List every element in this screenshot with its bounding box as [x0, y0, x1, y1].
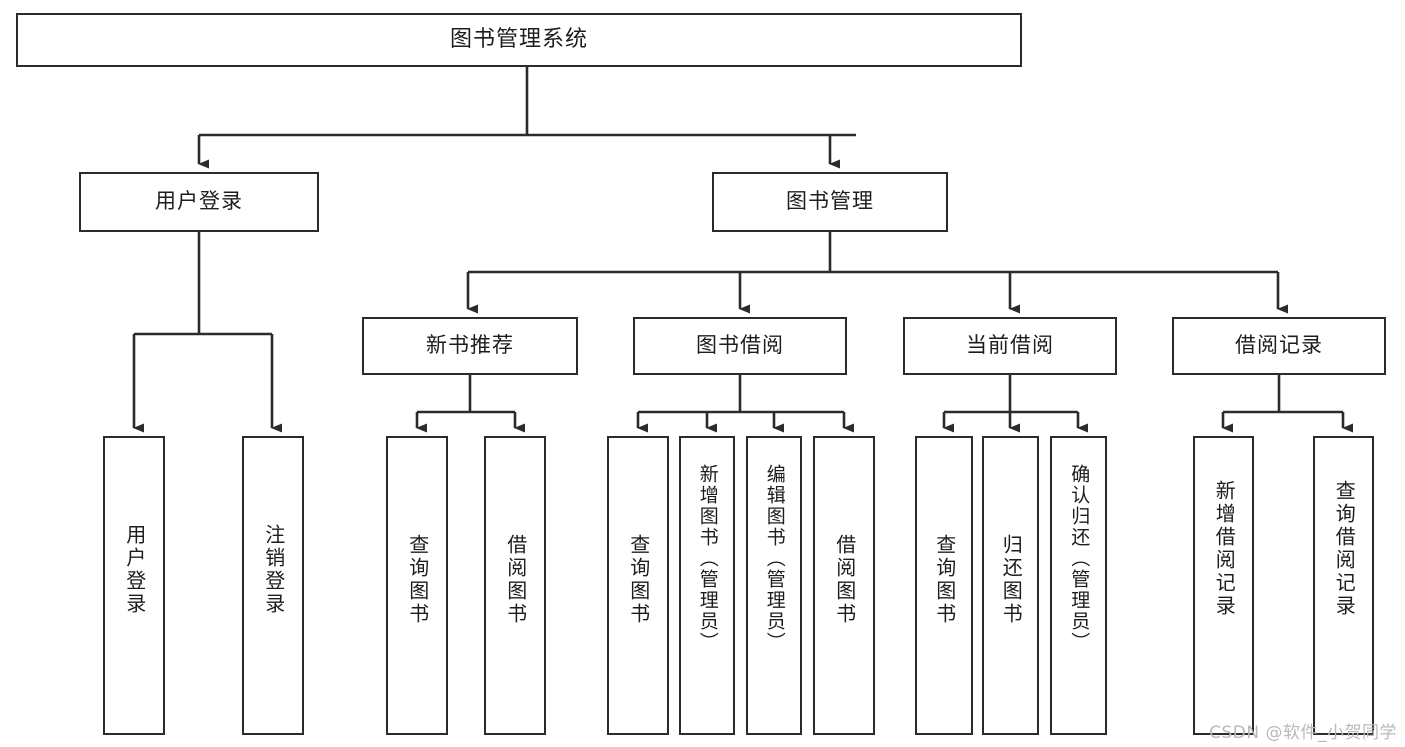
- node-leaf-user-login[interactable]: 用户登录: [103, 436, 165, 735]
- node-leaf-query-book-2-label: 查询图书: [626, 534, 651, 626]
- node-leaf-add-book[interactable]: 新增图书（管理员）: [679, 436, 735, 735]
- node-leaf-query-book-1[interactable]: 查询图书: [386, 436, 448, 735]
- node-leaf-add-book-label: 新增图书（管理员）: [696, 464, 719, 653]
- node-root-label: 图书管理系统: [449, 26, 588, 52]
- node-new-book-recommend-label: 新书推荐: [426, 333, 514, 358]
- node-leaf-query-book-2[interactable]: 查询图书: [607, 436, 669, 735]
- node-leaf-query-book-1-label: 查询图书: [405, 534, 430, 626]
- node-leaf-query-record[interactable]: 查询借阅记录: [1313, 436, 1374, 735]
- node-leaf-edit-book[interactable]: 编辑图书（管理员）: [746, 436, 802, 735]
- node-borrow-record[interactable]: 借阅记录: [1172, 317, 1386, 375]
- csdn-watermark: CSDN @软件_小贺同学: [1209, 723, 1397, 743]
- node-leaf-confirm-return-label: 确认归还（管理员）: [1068, 464, 1091, 653]
- node-leaf-query-book-3[interactable]: 查询图书: [915, 436, 973, 735]
- node-leaf-user-login-label: 用户登录: [122, 524, 147, 616]
- node-book-manage-label: 图书管理: [786, 189, 874, 214]
- node-borrow-record-label: 借阅记录: [1235, 333, 1323, 358]
- node-leaf-return-book[interactable]: 归还图书: [982, 436, 1039, 735]
- node-leaf-borrow-book-2-label: 借阅图书: [832, 534, 857, 626]
- node-current-borrow[interactable]: 当前借阅: [903, 317, 1117, 375]
- node-book-borrow[interactable]: 图书借阅: [633, 317, 847, 375]
- node-leaf-return-book-label: 归还图书: [999, 534, 1024, 626]
- node-leaf-confirm-return[interactable]: 确认归还（管理员）: [1050, 436, 1107, 735]
- node-leaf-add-record-label: 新增借阅记录: [1212, 480, 1237, 618]
- node-user-login-label: 用户登录: [155, 189, 243, 214]
- node-leaf-query-record-label: 查询借阅记录: [1332, 480, 1357, 618]
- node-leaf-logout[interactable]: 注销登录: [242, 436, 304, 735]
- node-book-borrow-label: 图书借阅: [696, 333, 784, 358]
- node-root[interactable]: 图书管理系统: [16, 13, 1022, 67]
- node-leaf-add-record[interactable]: 新增借阅记录: [1193, 436, 1254, 735]
- node-current-borrow-label: 当前借阅: [966, 333, 1054, 358]
- node-leaf-logout-label: 注销登录: [261, 524, 286, 616]
- node-leaf-borrow-book-1-label: 借阅图书: [503, 534, 528, 626]
- node-new-book-recommend[interactable]: 新书推荐: [362, 317, 578, 375]
- node-leaf-borrow-book-1[interactable]: 借阅图书: [484, 436, 546, 735]
- node-user-login[interactable]: 用户登录: [79, 172, 319, 232]
- node-leaf-query-book-3-label: 查询图书: [932, 534, 957, 626]
- node-leaf-borrow-book-2[interactable]: 借阅图书: [813, 436, 875, 735]
- node-book-manage[interactable]: 图书管理: [712, 172, 948, 232]
- node-leaf-edit-book-label: 编辑图书（管理员）: [763, 464, 786, 653]
